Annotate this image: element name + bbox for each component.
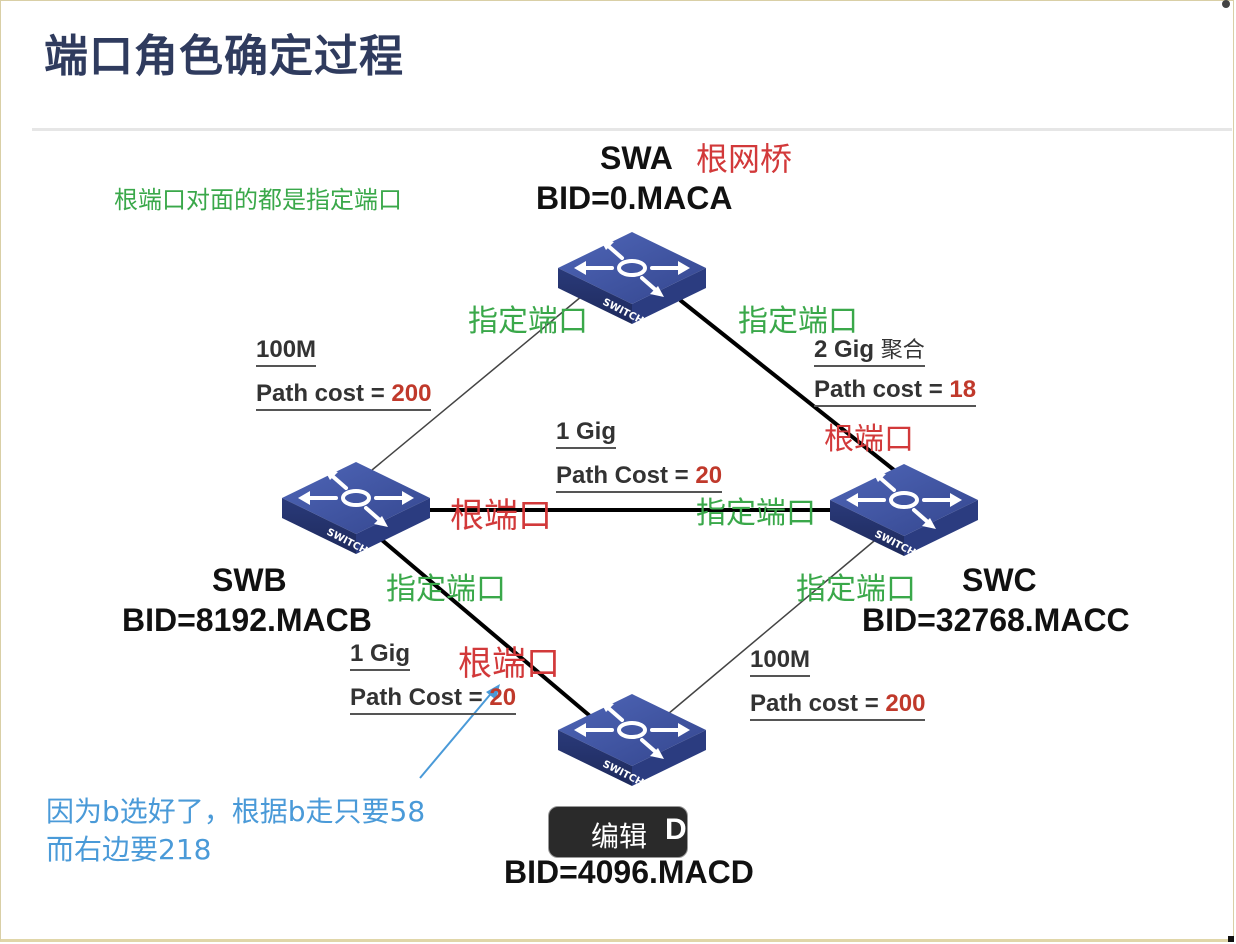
link-bc-cost-value: 20 [695, 462, 723, 489]
link-bd-cost: Path Cost = 20 [350, 684, 517, 715]
link-cd-cost: Path cost = 200 [750, 690, 926, 721]
link-ab-cost-value: 200 [391, 380, 432, 407]
swa-bid: BID=0.MACA [536, 180, 733, 216]
port-label-swb-to-swd: 指定端口 [386, 572, 506, 607]
corner-mark [1228, 936, 1234, 942]
swb-name: SWB [212, 562, 287, 598]
link-ac-cost-value: 18 [949, 376, 977, 403]
link-ab-speed: 100M [256, 336, 317, 367]
link-ac-speed: 2 Gig 聚合 [814, 332, 925, 367]
edit-button-ghost-text: D [665, 813, 687, 846]
swd-bid: BID=4096.MACD [504, 854, 754, 890]
swa-root-bridge-label: 根网桥 [696, 140, 793, 178]
link-ab-cost: Path cost = 200 [256, 380, 432, 411]
link-swa-swc [678, 298, 896, 472]
port-label-swc-to-swd: 指定端口 [796, 572, 916, 607]
port-label-swa-to-swc: 指定端口 [738, 304, 858, 339]
edit-button[interactable]: 编辑 D [548, 806, 688, 858]
port-label-swb-root: 根端口 [450, 496, 552, 536]
note-root-opposite: 根端口对面的都是指定端口 [114, 186, 402, 214]
annotation-arrow [419, 689, 495, 779]
link-ac-cost: Path cost = 18 [814, 376, 977, 407]
link-cd-cost-value: 200 [885, 690, 926, 717]
link-bd-cost-value: 20 [489, 684, 517, 711]
swa-name: SWA [600, 140, 673, 176]
link-ac-aggregate: 聚合 [880, 338, 925, 363]
port-label-swa-to-swb: 指定端口 [468, 304, 588, 339]
title-divider [32, 128, 1232, 131]
swc-name: SWC [962, 562, 1037, 598]
swc-bid: BID=32768.MACC [862, 602, 1130, 638]
port-label-swd-root: 根端口 [458, 644, 560, 684]
corner-dot [1222, 0, 1230, 8]
edit-button-label: 编辑 [591, 820, 648, 853]
link-cd-speed: 100M [750, 646, 811, 677]
port-label-swc-root: 根端口 [824, 422, 914, 457]
annotation-line-1: 因为b选好了，根据b走只要58 [46, 795, 426, 828]
page-title: 端口角色确定过程 [44, 31, 404, 82]
annotation-line-2: 而右边要218 [46, 833, 212, 866]
link-bc-speed: 1 Gig [556, 418, 617, 449]
switch-swb-icon [280, 460, 432, 559]
annotation-arrowhead [486, 684, 500, 700]
link-bd-speed: 1 Gig [350, 640, 411, 671]
port-label-swc-to-swb: 指定端口 [696, 496, 816, 531]
link-swb-swd [368, 528, 592, 718]
link-bc-cost: Path Cost = 20 [556, 462, 723, 493]
link-swa-swb [371, 295, 583, 471]
switch-swc-icon [828, 462, 980, 561]
link-swc-swd [667, 535, 881, 715]
swb-bid: BID=8192.MACB [122, 602, 372, 638]
